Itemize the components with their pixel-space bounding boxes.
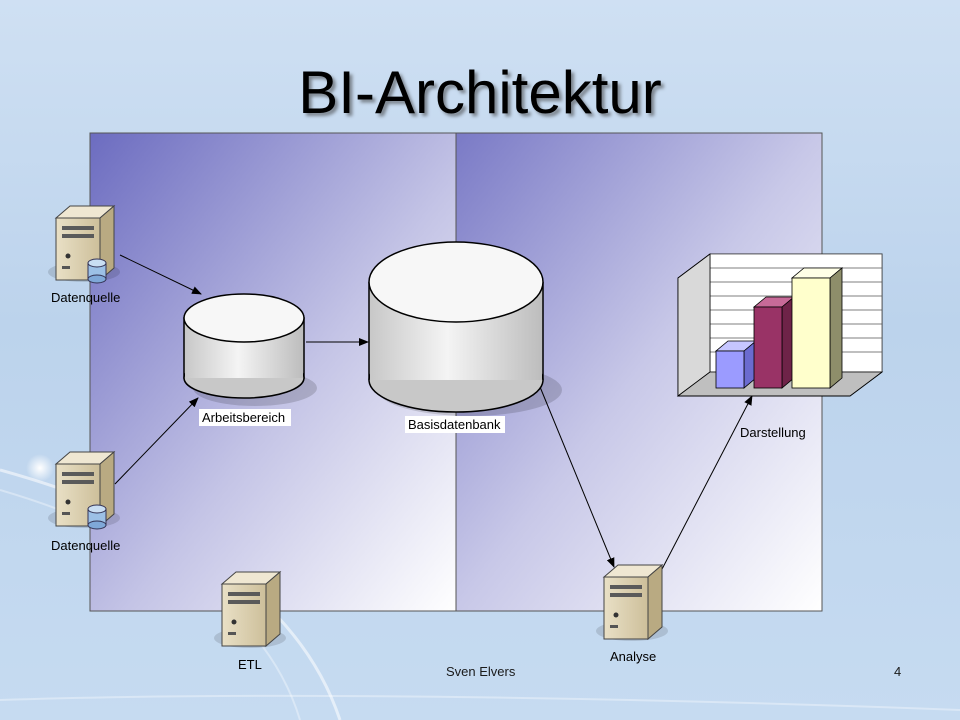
footer-page-number: 4 (894, 664, 902, 679)
label-source-bottom: Datenquelle (51, 538, 120, 553)
source-top-server-icon (47, 205, 121, 284)
source-bottom-server-icon (47, 451, 121, 530)
connector-core-to-analysis (537, 381, 615, 568)
label-etl: ETL (238, 657, 262, 672)
label-analysis: Analyse (610, 649, 656, 664)
connector-source-top-to-staging (119, 254, 202, 295)
slide-title: BI-Architektur (298, 59, 662, 126)
source-top-database-icon (87, 258, 107, 284)
connector-analysis-to-presentation (659, 395, 753, 574)
staging-database-icon (183, 293, 317, 406)
footer-author: Sven Elvers (446, 664, 516, 679)
label-staging: Arbeitsbereich (202, 410, 285, 425)
analysis-server-icon (595, 564, 669, 642)
label-source-top: Datenquelle (51, 290, 120, 305)
core-database-icon (368, 241, 562, 416)
connector-source-bottom-to-staging (114, 397, 199, 485)
etl-server-icon (213, 571, 287, 649)
label-core-db: Basisdatenbank (408, 417, 501, 432)
label-presentation: Darstellung (740, 425, 806, 440)
presentation-bar-chart-icon (676, 253, 884, 397)
